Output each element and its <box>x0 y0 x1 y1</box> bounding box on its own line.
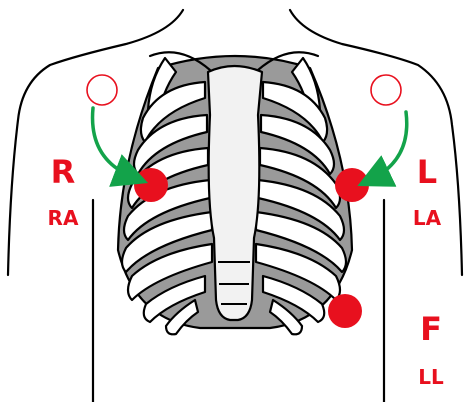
label-la: LA <box>413 206 442 230</box>
ra-electrode-red-dot-icon <box>134 168 168 202</box>
label-ra: RA <box>48 206 79 230</box>
label-f: F <box>420 310 442 348</box>
label-r: R <box>51 153 76 191</box>
la-curved-arrow-icon <box>370 112 407 180</box>
la-electrode-red-dot-icon <box>335 168 369 202</box>
right-ribs <box>122 58 212 334</box>
left-ribs <box>256 58 346 334</box>
ra-target-circle-outline-icon <box>87 75 117 105</box>
label-ll: LL <box>418 365 444 389</box>
label-l: L <box>417 153 437 191</box>
ll-electrode-red-dot-icon <box>328 294 362 328</box>
la-target-circle-outline-icon <box>371 75 401 105</box>
